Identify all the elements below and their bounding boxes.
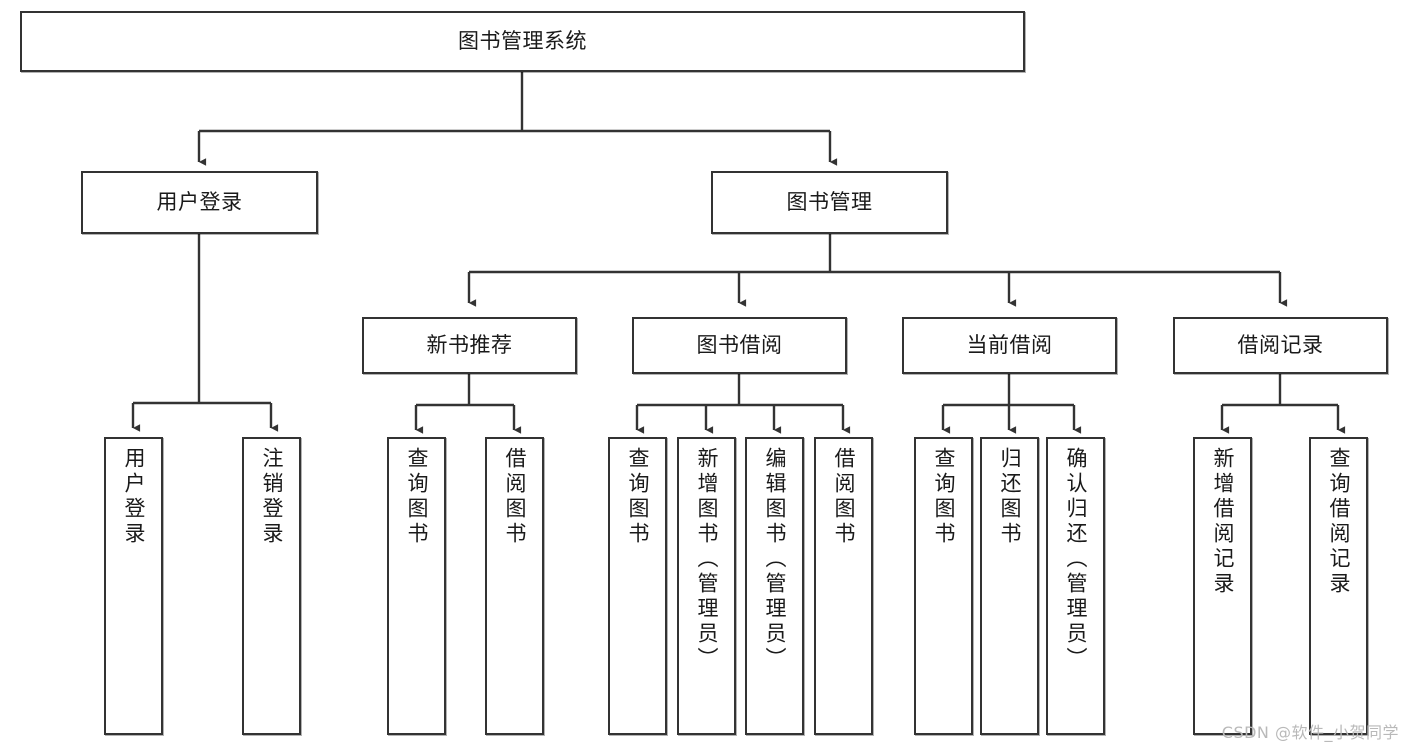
- node-label: 借阅图书: [503, 447, 528, 547]
- node-label: 新增图书（管理员）: [695, 447, 720, 672]
- leaf-borrow-edit-book[interactable]: 编辑图书（管理员）: [745, 437, 804, 735]
- node-label: 借阅图书: [832, 447, 857, 547]
- node-label: 借阅记录: [1237, 333, 1324, 358]
- leaf-borrow-borrow-book[interactable]: 借阅图书: [814, 437, 873, 735]
- leaf-borrow-query-book[interactable]: 查询图书: [608, 437, 667, 735]
- node-label: 查询借阅记录: [1327, 447, 1352, 597]
- leaf-records-query-record[interactable]: 查询借阅记录: [1309, 437, 1368, 735]
- node-book-management[interactable]: 图书管理: [711, 171, 948, 234]
- node-root-system[interactable]: 图书管理系统: [20, 11, 1025, 72]
- node-label: 新书推荐: [426, 333, 513, 358]
- leaf-new-book-query[interactable]: 查询图书: [387, 437, 446, 735]
- node-book-borrow[interactable]: 图书借阅: [632, 317, 847, 374]
- node-label: 图书管理: [786, 190, 873, 215]
- node-current-borrow[interactable]: 当前借阅: [902, 317, 1117, 374]
- node-label: 注销登录: [260, 447, 285, 547]
- node-label: 用户登录: [156, 190, 243, 215]
- leaf-borrow-add-book[interactable]: 新增图书（管理员）: [677, 437, 736, 735]
- node-label: 查询图书: [932, 447, 957, 547]
- leaf-user-login-login[interactable]: 用户登录: [104, 437, 163, 735]
- node-label: 查询图书: [626, 447, 651, 547]
- node-label: 图书借阅: [696, 333, 783, 358]
- leaf-current-confirm-return[interactable]: 确认归还（管理员）: [1046, 437, 1105, 735]
- node-label: 确认归还（管理员）: [1064, 447, 1089, 672]
- leaf-user-login-logout[interactable]: 注销登录: [242, 437, 301, 735]
- node-label: 图书管理系统: [458, 29, 587, 54]
- leaf-current-query-book[interactable]: 查询图书: [914, 437, 973, 735]
- node-label: 归还图书: [998, 447, 1023, 547]
- node-borrow-records[interactable]: 借阅记录: [1173, 317, 1388, 374]
- node-label: 新增借阅记录: [1211, 447, 1236, 597]
- node-user-login[interactable]: 用户登录: [81, 171, 318, 234]
- node-new-book-recommend[interactable]: 新书推荐: [362, 317, 577, 374]
- leaf-records-add-record[interactable]: 新增借阅记录: [1193, 437, 1252, 735]
- node-label: 编辑图书（管理员）: [763, 447, 788, 672]
- leaf-new-book-borrow[interactable]: 借阅图书: [485, 437, 544, 735]
- node-label: 查询图书: [405, 447, 430, 547]
- node-label: 用户登录: [122, 447, 147, 547]
- node-label: 当前借阅: [966, 333, 1053, 358]
- leaf-current-return-book[interactable]: 归还图书: [980, 437, 1039, 735]
